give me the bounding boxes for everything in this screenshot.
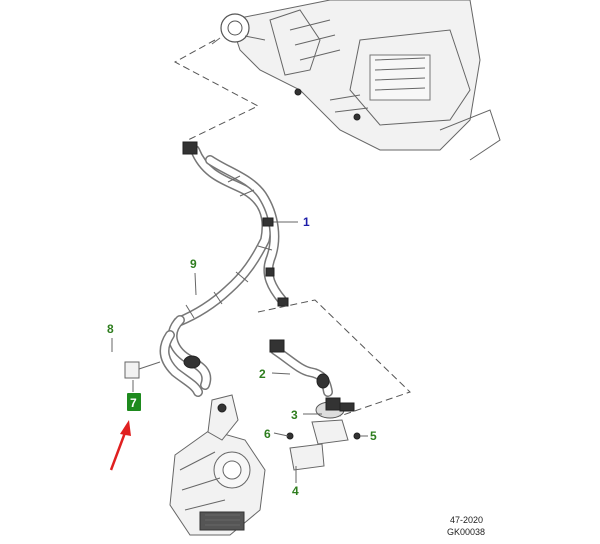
callout-7-highlight: 7 [127, 393, 141, 411]
callout-3: 3 [291, 408, 298, 422]
hvac-module-illustration [211, 0, 501, 161]
engine-component-illustration [169, 394, 266, 536]
heater-hose-assembly [124, 141, 289, 397]
attention-arrow [109, 420, 131, 471]
hvac-leader-line [173, 39, 260, 141]
auxiliary-water-pump [269, 339, 361, 471]
callout-9: 9 [190, 257, 197, 271]
callout-labels: 1 9 8 2 3 6 5 4 [107, 215, 377, 498]
callout-8: 8 [107, 322, 114, 336]
callout-4: 4 [292, 484, 299, 498]
callout-1: 1 [303, 215, 310, 229]
callout-leaders [111, 221, 368, 483]
callout-7: 7 [130, 396, 137, 410]
callout-2: 2 [259, 367, 266, 381]
callout-6: 6 [264, 427, 271, 441]
footer-date: 47-2020 [450, 515, 483, 525]
footer-code: GK00038 [447, 527, 485, 537]
callout-5: 5 [370, 429, 377, 443]
pump-leader-line [257, 299, 411, 417]
